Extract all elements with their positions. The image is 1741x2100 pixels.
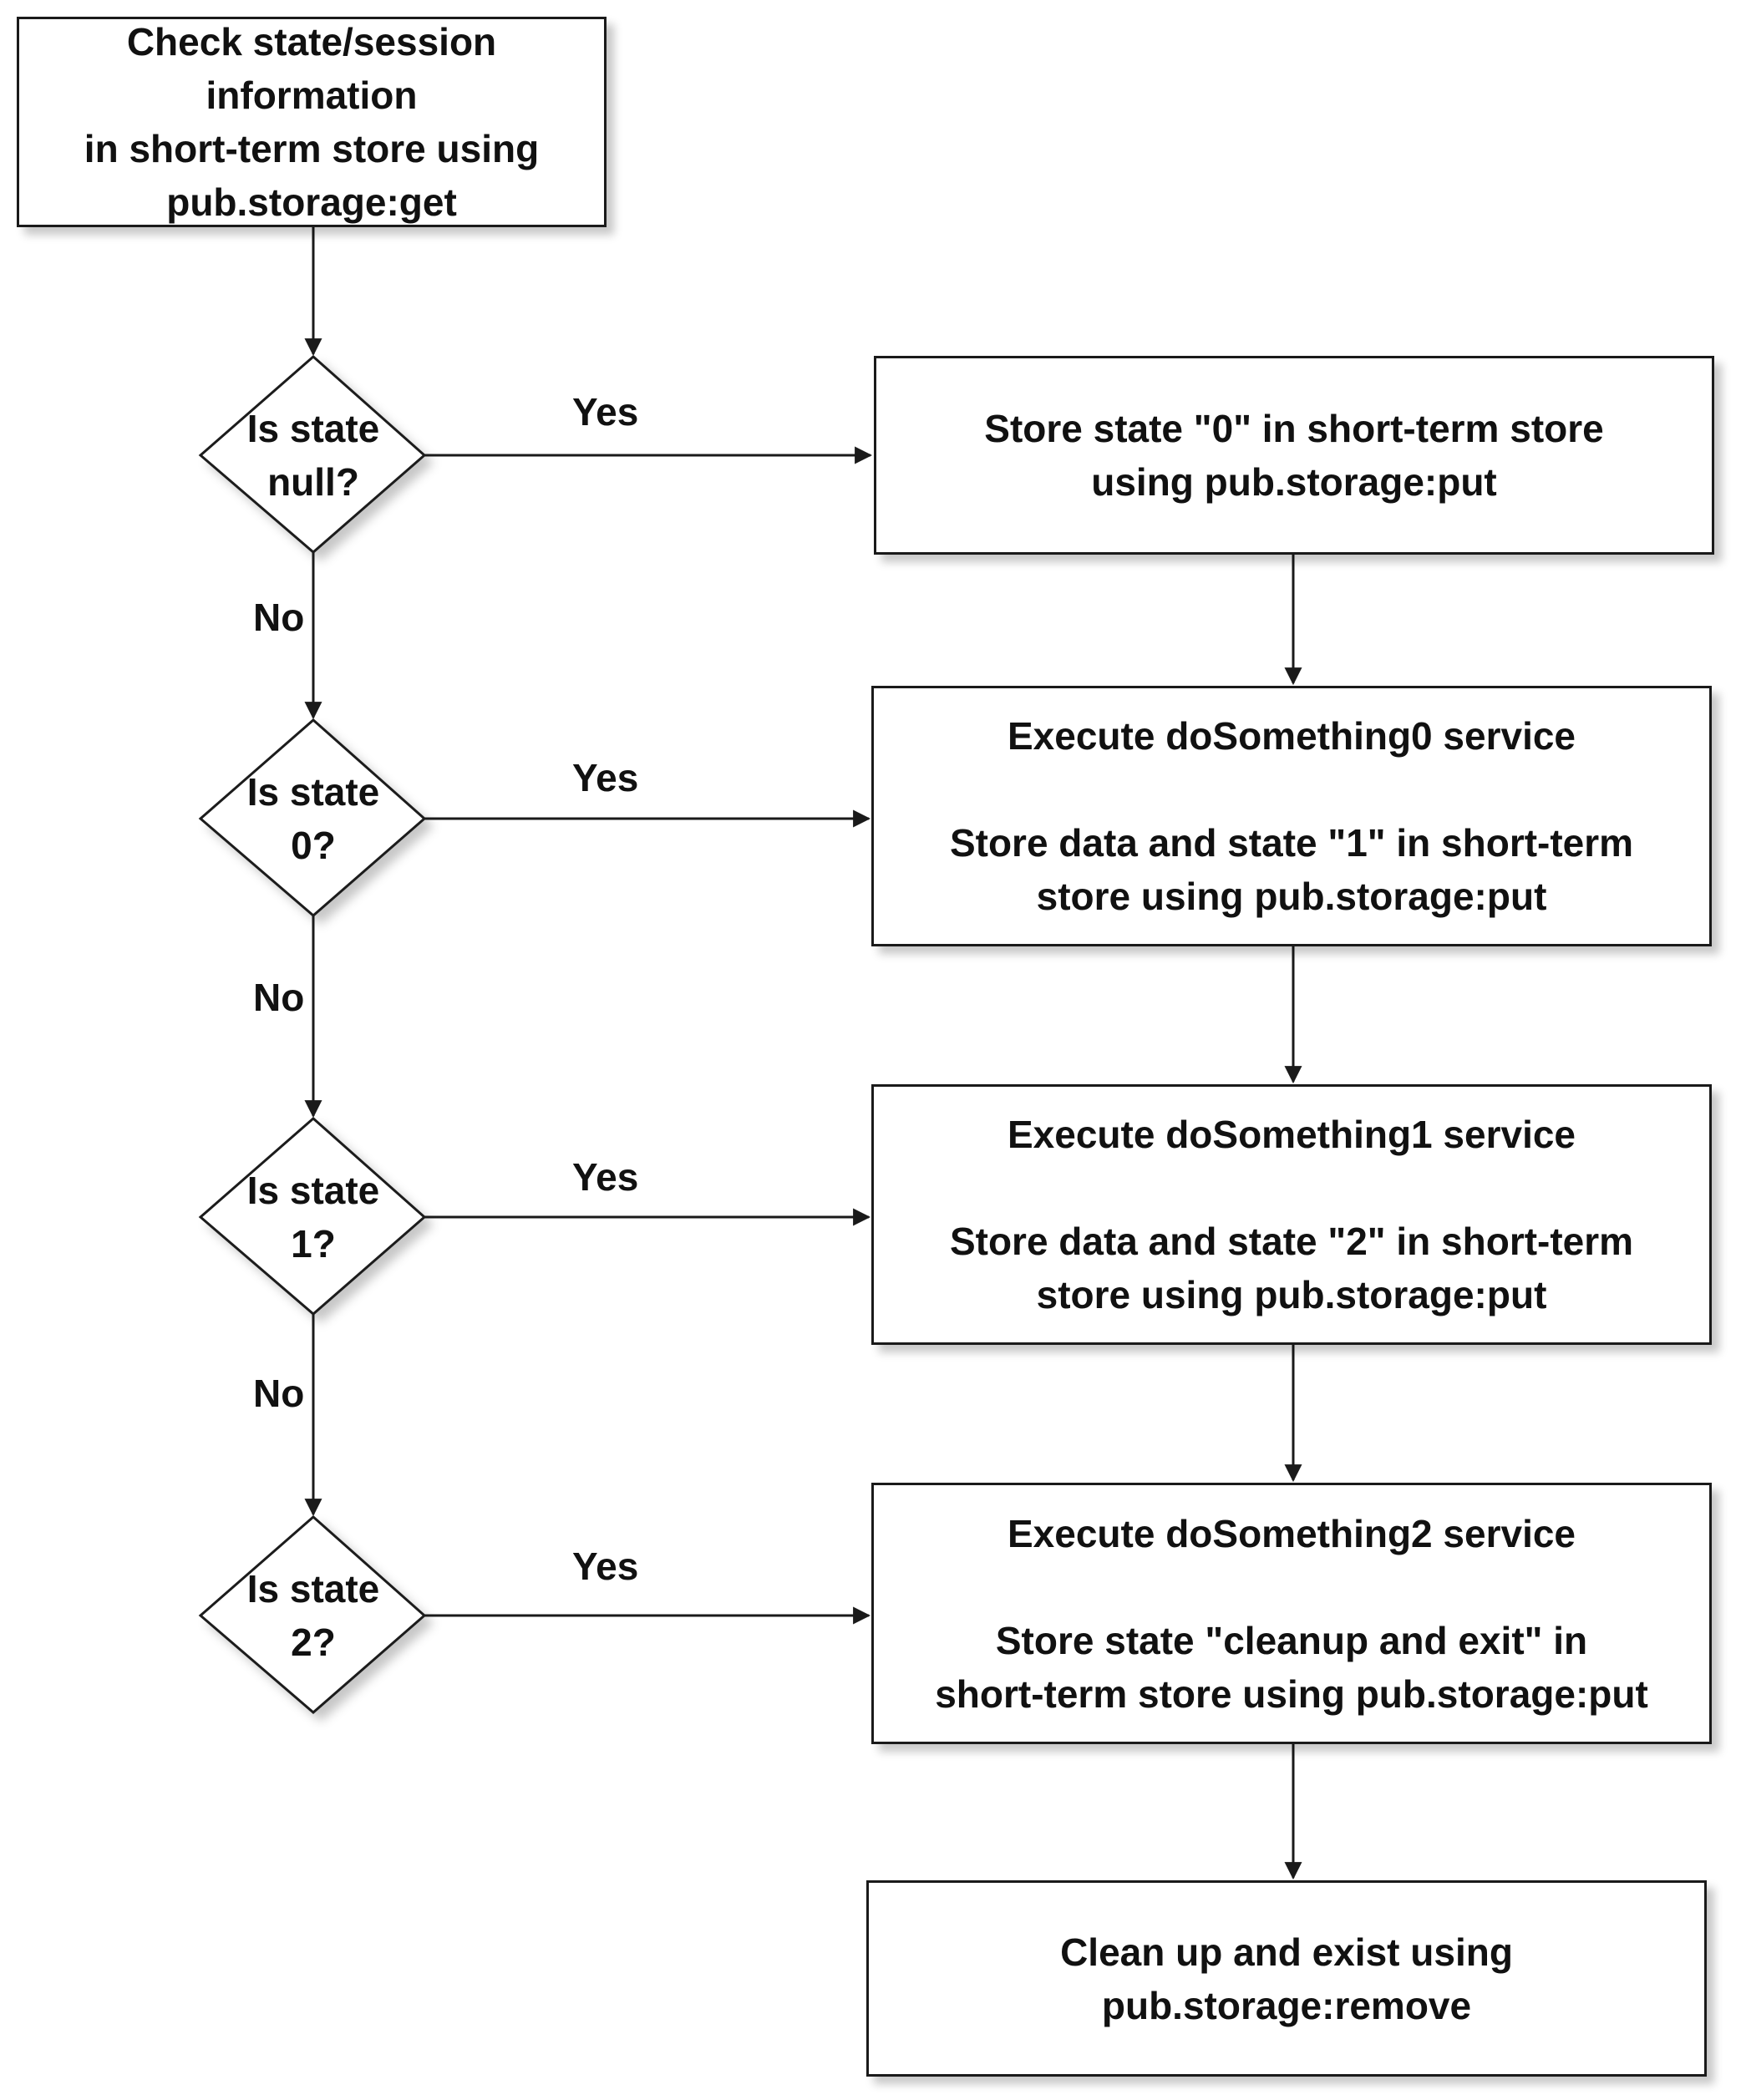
yes-label-null: Yes — [572, 390, 639, 434]
start-box-check-state: Check state/session information in short… — [17, 17, 607, 227]
action-line-1: Store data and state "1" in short-term — [949, 821, 1634, 865]
action-line-1: Store data and state "2" in short-term — [949, 1220, 1634, 1263]
start-line-2: in short-term store using — [84, 127, 540, 170]
decision-line-2: 0? — [291, 824, 336, 867]
decision-text-1: Is state 1? — [200, 1164, 426, 1271]
no-label-null: No — [253, 596, 305, 639]
action-title: Execute doSomething1 service — [1007, 1113, 1576, 1156]
action-title: Execute doSomething2 service — [1007, 1511, 1576, 1555]
no-label-1: No — [253, 1372, 305, 1415]
decision-line-2: null? — [267, 460, 359, 504]
start-line-3: pub.storage:get — [166, 180, 457, 224]
action-line-2: store using pub.storage:put — [1036, 1273, 1547, 1316]
start-line-1: Check state/session information — [126, 20, 497, 117]
yes-label-2: Yes — [572, 1545, 639, 1588]
action-line-2: using pub.storage:put — [1091, 460, 1497, 504]
action-line-1: Store state "cleanup and exit" in — [995, 1618, 1588, 1662]
action-box-do-something-0: Execute doSomething0 service Store data … — [871, 686, 1712, 946]
decision-line-1: Is state — [246, 407, 380, 450]
action-line-1: Clean up and exist using — [1060, 1930, 1513, 1974]
decision-diamond-2 — [198, 1515, 427, 1714]
decision-text-null: Is state null? — [200, 402, 426, 509]
action-line-1: Store state "0" in short-term store — [984, 407, 1604, 450]
action-line-2: store using pub.storage:put — [1036, 875, 1547, 918]
yes-label-1: Yes — [572, 1155, 639, 1199]
decision-line-1: Is state — [246, 1169, 380, 1212]
action-box-store-state-0: Store state "0" in short-term store usin… — [874, 356, 1714, 555]
action-line-2: short-term store using pub.storage:put — [935, 1671, 1648, 1716]
action-box-do-something-2: Execute doSomething2 service Store state… — [871, 1483, 1712, 1744]
decision-line-1: Is state — [246, 1567, 380, 1611]
decision-text-0: Is state 0? — [200, 765, 426, 872]
action-line-2: pub.storage:remove — [1101, 1983, 1472, 2027]
action-box-cleanup: Clean up and exist using pub.storage:rem… — [866, 1880, 1707, 2077]
yes-label-0: Yes — [572, 756, 639, 799]
action-title: Execute doSomething0 service — [1007, 714, 1576, 758]
decision-line-2: 1? — [291, 1222, 336, 1266]
action-box-do-something-1: Execute doSomething1 service Store data … — [871, 1084, 1712, 1345]
no-label-0: No — [253, 976, 305, 1019]
decision-line-2: 2? — [291, 1621, 336, 1664]
decision-line-1: Is state — [246, 770, 380, 814]
decision-text-2: Is state 2? — [200, 1562, 426, 1669]
